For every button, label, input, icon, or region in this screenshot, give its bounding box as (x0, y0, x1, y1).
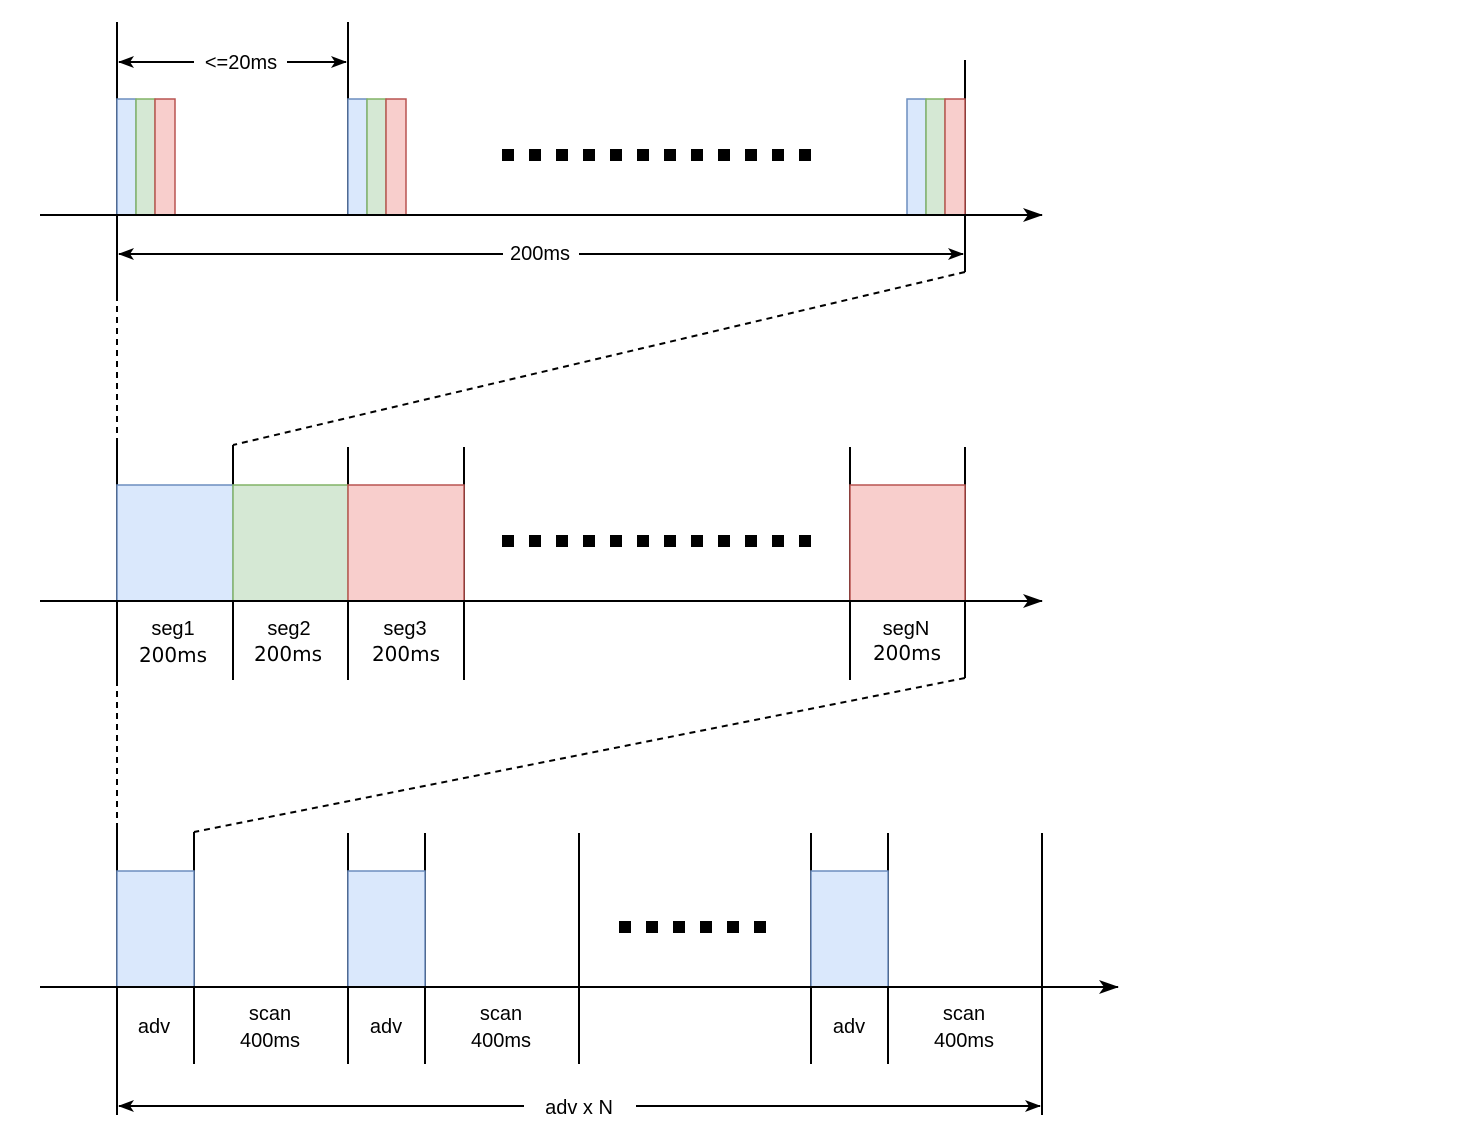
seg-name-label: seg3 (383, 618, 426, 640)
scan-label: scan (249, 1003, 291, 1025)
middle-ellipsis (502, 535, 811, 547)
segN-block (849, 484, 966, 602)
burst-channel-red (944, 98, 966, 216)
seg-name-label: segN (883, 618, 930, 640)
burst-channel-blue (116, 98, 137, 216)
burst-channel-green (135, 98, 156, 216)
seg-name-label: seg1 (151, 618, 194, 640)
scan-label: scan (943, 1003, 985, 1025)
top-total-label: 200ms (510, 243, 570, 265)
zoom-connector-top (116, 271, 966, 446)
seg-duration-label: 200ms (873, 641, 941, 665)
top-total-label-bg (503, 240, 579, 268)
adv-burst-last (906, 98, 966, 216)
burst-channel-red (385, 98, 407, 216)
middle-timeline: seg1 200ms seg2 200ms seg3 200ms segN 20… (40, 440, 1043, 680)
adv-label: adv (138, 1016, 170, 1038)
zoom-connector-bottom (116, 677, 966, 833)
seg-duration-label: 200ms (139, 643, 207, 667)
adv-block (116, 870, 195, 988)
bottom-total-label: adv x N (545, 1097, 613, 1119)
scan-duration-label: 400ms (934, 1030, 994, 1052)
adv-label: adv (370, 1016, 402, 1038)
seg2-block (232, 484, 349, 602)
adv-block (810, 870, 889, 988)
seg-duration-label: 200ms (254, 642, 322, 666)
burst-channel-blue (347, 98, 368, 216)
adv-block (347, 870, 426, 988)
top-timeline: <=20ms (40, 22, 1043, 295)
bottom-total-label-bg (524, 1092, 636, 1120)
interval-label: <=20ms (205, 52, 277, 74)
interval-label-bg (194, 48, 287, 76)
seg1-block (116, 484, 234, 602)
seg-duration-label: 200ms (372, 642, 440, 666)
seg3-block (347, 484, 465, 602)
burst-channel-red (154, 98, 176, 216)
bottom-ellipsis (619, 921, 766, 933)
seg-name-label: seg2 (267, 618, 310, 640)
adv-burst-2 (347, 98, 407, 216)
bottom-timeline: adv scan 400ms adv scan 400ms adv scan 4… (40, 828, 1119, 1120)
scan-duration-label: 400ms (240, 1030, 300, 1052)
scan-duration-label: 400ms (471, 1030, 531, 1052)
burst-channel-green (366, 98, 387, 216)
top-ellipsis (502, 149, 811, 161)
adv-label: adv (833, 1016, 865, 1038)
scan-label: scan (480, 1003, 522, 1025)
adv-burst-1 (116, 98, 176, 216)
burst-channel-green (925, 98, 946, 216)
burst-channel-blue (906, 98, 927, 216)
